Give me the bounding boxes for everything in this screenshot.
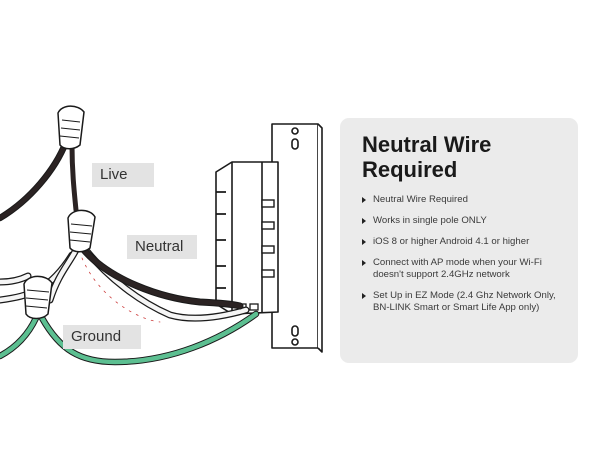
bullet-icon [362, 197, 366, 203]
info-card: Neutral Wire Required Neutral Wire Requi… [340, 118, 578, 363]
card-title-line1: Neutral Wire [362, 132, 492, 157]
bullet-icon [362, 218, 366, 224]
feature-text: iOS 8 or higher Android 4.1 or higher [373, 236, 530, 247]
feature-item: Neutral Wire Required [362, 194, 564, 206]
switch-mounting-plate [271, 123, 323, 353]
feature-item: iOS 8 or higher Android 4.1 or higher [362, 236, 564, 248]
bullet-icon [362, 293, 366, 299]
switch-body [215, 161, 279, 315]
bullet-icon [362, 239, 366, 245]
neutral-label: Neutral [127, 235, 197, 259]
feature-text: Neutral Wire Required [373, 194, 468, 205]
wire-nut-ground [23, 275, 53, 320]
switch-side-ribs [216, 191, 275, 289]
ground-wires [0, 310, 260, 366]
feature-text: Set Up in EZ Mode (2.4 Ghz Network Only,… [373, 290, 556, 313]
feature-list: Neutral Wire Required Works in single po… [362, 194, 564, 314]
feature-item: Works in single pole ONLY [362, 215, 564, 227]
ground-label: Ground [63, 325, 141, 349]
feature-text: Works in single pole ONLY [373, 215, 487, 226]
wiring-diagram [0, 105, 323, 366]
wire-nut-neutral [67, 209, 96, 253]
feature-text: Connect with AP mode when your Wi-Fi doe… [373, 257, 542, 280]
wire-nut-live [57, 105, 85, 150]
feature-item: Connect with AP mode when your Wi-Fi doe… [362, 257, 564, 281]
bullet-icon [362, 260, 366, 266]
card-title-line2: Required [362, 157, 458, 182]
live-label: Live [92, 163, 154, 187]
feature-item: Set Up in EZ Mode (2.4 Ghz Network Only,… [362, 290, 564, 314]
live-wires [0, 138, 244, 310]
card-title: Neutral Wire Required [362, 132, 564, 182]
